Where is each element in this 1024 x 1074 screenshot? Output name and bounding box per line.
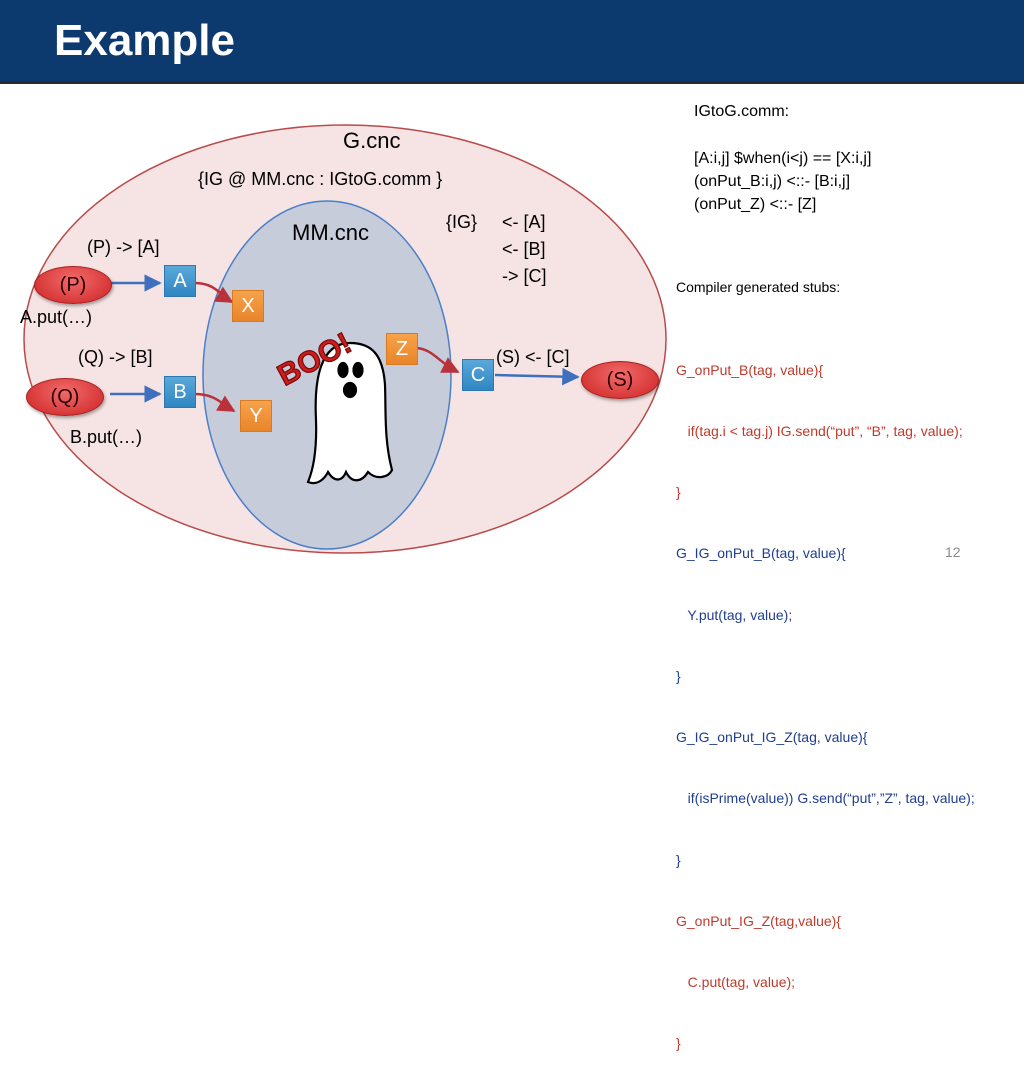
s-rule-label: (S) <- [C] (496, 347, 570, 367)
comm-line-1: [A:i,j] $when(i<j) == [X:i,j] (694, 150, 872, 167)
item-collection-y: Y (240, 400, 272, 432)
item-collection-c: C (462, 359, 494, 391)
b-put-label: B.put(…) (70, 427, 143, 447)
ig-port-c: -> [C] (502, 266, 547, 286)
stub-line: if(tag.i < tag.j) IG.send(“put”, “B”, ta… (676, 423, 963, 440)
diagram-canvas: BOO! (23, 124, 667, 554)
arrow-z-to-c (416, 346, 460, 374)
item-collection-z: Z (386, 333, 418, 365)
stub-line: } (676, 1035, 681, 1052)
outer-region-label: G.cnc (343, 128, 401, 153)
arrow-b-to-y (194, 392, 236, 413)
comm-line-2: (onPut_B:i,j) <::- [B:i,j] (694, 173, 851, 190)
producer-p: (P) (34, 266, 112, 304)
producer-s: (S) (581, 361, 659, 399)
stub-line: } (676, 484, 681, 501)
title-bar: Example (0, 0, 1024, 84)
stub-line: G_onPut_B(tag, value){ (676, 361, 824, 378)
arrow-a-to-x (194, 281, 234, 304)
stub-line: } (676, 851, 681, 868)
ig-port-a: <- [A] (502, 212, 546, 232)
stub-line: G_IG_onPut_B(tag, value){ (676, 545, 846, 562)
stub-line: G_onPut_IG_Z(tag,value){ (676, 912, 841, 929)
q-rule-label: (Q) -> [B] (78, 347, 153, 367)
ig-label: {IG} (446, 212, 478, 232)
item-collection-b: B (164, 376, 196, 408)
ghost-icon (306, 341, 394, 485)
arrow-c-to-s (494, 367, 580, 386)
stub-line: G_IG_onPut_IG_Z(tag, value){ (676, 729, 868, 746)
comm-line-3: (onPut_Z) <::- [Z] (694, 196, 817, 213)
stub-line: C.put(tag, value); (676, 974, 796, 990)
slide-title: Example (54, 16, 235, 65)
page-number: 12 (945, 544, 961, 560)
p-rule-label: (P) -> [A] (87, 237, 160, 257)
inner-region-label: MM.cnc (292, 220, 369, 245)
item-collection-a: A (164, 265, 196, 297)
stub-line: } (676, 667, 681, 684)
item-collection-x: X (232, 290, 264, 322)
stub-line: Y.put(tag, value); (676, 606, 793, 623)
stubs-heading: Compiler generated stubs: (676, 279, 841, 295)
a-put-label: A.put(…) (20, 307, 93, 327)
stubs-code-block: G_onPut_B(tag, value){ if(tag.i < tag.j)… (676, 319, 975, 1074)
stub-line: if(isPrime(value)) G.send(“put”,”Z”, tag… (676, 790, 975, 807)
producer-q: (Q) (26, 378, 104, 416)
comm-heading: IGtoG.comm: (694, 103, 790, 120)
ig-port-b: <- [B] (502, 239, 546, 259)
outer-region-description: {IG @ MM.cnc : IGtoG.comm } (198, 169, 443, 189)
